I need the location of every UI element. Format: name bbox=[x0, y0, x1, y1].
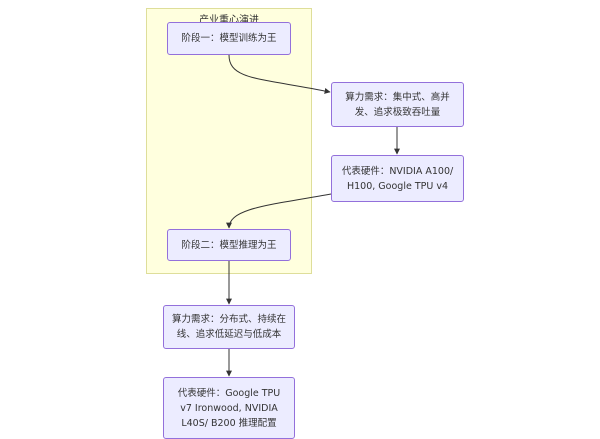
node-demand2-label: 算力需求：分布式、持续在线、追求低延迟与低成本 bbox=[172, 314, 287, 340]
edge-hw1-stage2 bbox=[226, 193, 332, 229]
node-hw1-label: 代表硬件：NVIDIA A100/ H100, Google TPU v4 bbox=[341, 165, 454, 192]
node-demand1[interactable]: 算力需求：集中式、高并发、追求极致吞吐量 bbox=[331, 82, 464, 127]
node-demand1-label: 算力需求：集中式、高并发、追求极致吞吐量 bbox=[345, 91, 450, 118]
node-stage1-label: 阶段一：模型训练为王 bbox=[181, 33, 277, 44]
edges-layer bbox=[226, 54, 400, 377]
subgraph-title: 产业重心演进 bbox=[199, 15, 259, 26]
node-hw2[interactable]: 代表硬件：Google TPU v7 Ironwood, NVIDIA L40S… bbox=[163, 377, 295, 439]
node-stage1[interactable]: 阶段一：模型训练为王 bbox=[167, 22, 291, 55]
diagram-canvas: 产业重心演进 阶段一：模型训练为王 算力需求：集中式、高并发、追求极致吞吐量 代… bbox=[146, 8, 464, 439]
node-demand2[interactable]: 算力需求：分布式、持续在线、追求低延迟与低成本 bbox=[163, 305, 295, 349]
node-stage2[interactable]: 阶段二：模型推理为王 bbox=[167, 229, 291, 261]
node-stage2-label: 阶段二：模型推理为王 bbox=[181, 239, 277, 251]
node-hw2-label: 代表硬件：Google TPU v7 Ironwood, NVIDIA L40S… bbox=[177, 388, 281, 429]
node-hw1[interactable]: 代表硬件：NVIDIA A100/ H100, Google TPU v4 bbox=[331, 155, 464, 202]
edge-stage1-demand1 bbox=[228, 54, 331, 94]
